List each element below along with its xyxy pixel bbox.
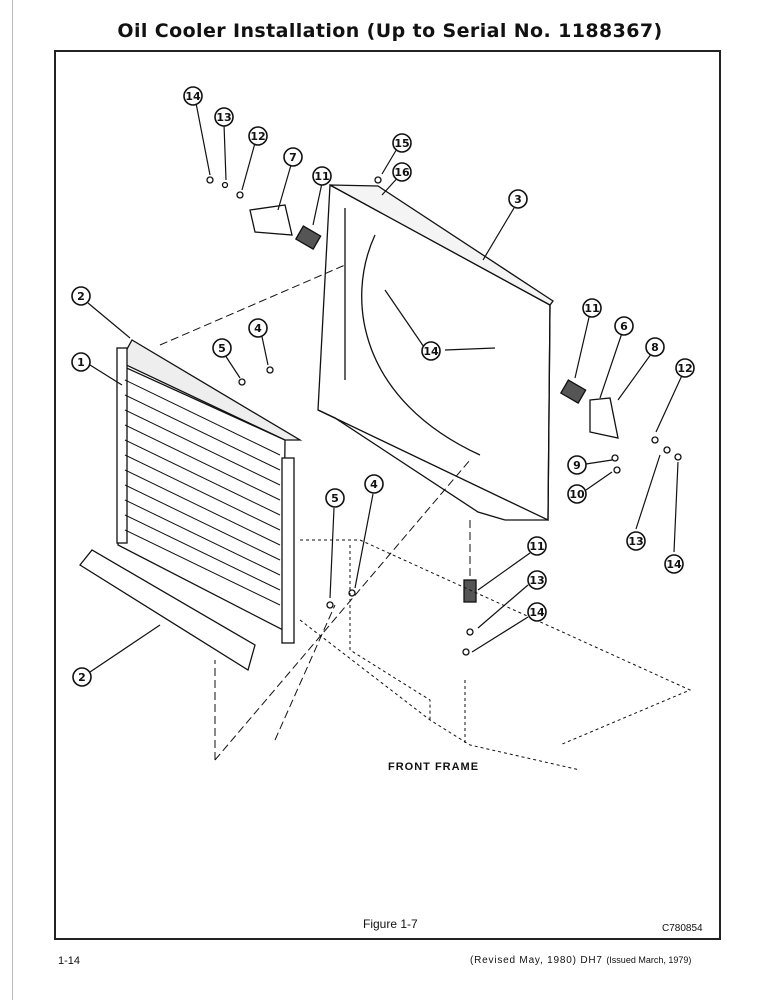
isolator-part-11 <box>559 379 587 404</box>
svg-text:11: 11 <box>314 170 329 183</box>
callout-12: 12 <box>675 358 695 378</box>
doc-code: DH7 <box>580 955 603 966</box>
callout-2: 2 <box>71 286 91 306</box>
svg-text:6: 6 <box>620 320 628 333</box>
callout-5: 5 <box>212 338 232 358</box>
svg-text:12: 12 <box>677 362 692 375</box>
callout-9: 9 <box>567 455 587 475</box>
figure-frame <box>54 50 721 940</box>
cooler-fins <box>124 379 281 606</box>
bracket-part-6 <box>589 397 619 439</box>
callout-16: 16 <box>392 162 412 182</box>
callout-7: 7 <box>283 147 303 167</box>
svg-text:4: 4 <box>254 322 262 335</box>
svg-text:14: 14 <box>423 345 439 358</box>
svg-text:13: 13 <box>628 535 643 548</box>
alignment-lines <box>159 264 471 761</box>
callout-leaders <box>87 102 685 673</box>
page-number: 1-14 <box>58 955 81 967</box>
callout-13: 13 <box>214 107 234 127</box>
svg-text:1: 1 <box>77 356 85 369</box>
callout-1: 1 <box>71 352 91 372</box>
bottom-bracket-part-2 <box>79 549 256 672</box>
hardware-parts <box>206 176 682 656</box>
svg-text:14: 14 <box>185 90 201 103</box>
svg-text:3: 3 <box>514 193 522 206</box>
svg-text:13: 13 <box>529 574 544 587</box>
svg-text:2: 2 <box>77 290 85 303</box>
issued-text: (Issued March, 1979) <box>606 955 692 965</box>
callout-2: 2 <box>72 667 92 687</box>
callout-14: 14 <box>183 86 203 106</box>
svg-text:12: 12 <box>250 130 265 143</box>
svg-text:14: 14 <box>529 606 545 619</box>
callout-4: 4 <box>248 318 268 338</box>
svg-text:16: 16 <box>394 166 410 179</box>
svg-text:15: 15 <box>394 137 409 150</box>
svg-text:13: 13 <box>216 111 231 124</box>
svg-text:4: 4 <box>370 478 378 491</box>
svg-text:5: 5 <box>331 492 339 505</box>
callout-12: 12 <box>248 126 268 146</box>
page-title: Oil Cooler Installation (Up to Serial No… <box>117 20 663 42</box>
callout-5: 5 <box>325 488 345 508</box>
svg-text:14: 14 <box>666 558 682 571</box>
revision-text: (Revised May, 1980) <box>470 955 577 966</box>
svg-text:10: 10 <box>569 488 585 501</box>
svg-text:7: 7 <box>289 151 297 164</box>
callout-10: 10 <box>567 484 587 504</box>
revision-line: (Revised May, 1980) DH7 (Issued March, 1… <box>470 955 691 966</box>
callout-3: 3 <box>508 189 528 209</box>
callout-4: 4 <box>364 474 384 494</box>
callout-14: 14 <box>664 554 684 574</box>
isolator-part-11 <box>463 579 477 603</box>
callout-8: 8 <box>645 337 665 357</box>
callout-11: 11 <box>582 298 602 318</box>
callout-11: 11 <box>527 536 547 556</box>
svg-text:11: 11 <box>529 540 544 553</box>
svg-text:8: 8 <box>651 341 659 354</box>
oil-cooler-core-part-1 <box>116 339 303 644</box>
callout-13: 13 <box>527 570 547 590</box>
svg-text:11: 11 <box>584 302 599 315</box>
front-frame-label: FRONT FRAME <box>388 761 480 773</box>
svg-text:9: 9 <box>573 459 581 472</box>
isolator-part-11 <box>294 225 322 250</box>
callout-13: 13 <box>626 531 646 551</box>
svg-text:5: 5 <box>218 342 226 355</box>
callout-14: 14 <box>527 602 547 622</box>
svg-text:2: 2 <box>78 671 86 684</box>
bracket-part-7 <box>249 204 293 236</box>
callout-14: 14 <box>421 341 441 361</box>
callout-6: 6 <box>614 316 634 336</box>
front-frame-outline <box>299 539 692 771</box>
drawing-number: C780854 <box>662 923 703 934</box>
page-edge-line <box>12 0 13 1000</box>
callout-11: 11 <box>312 166 332 186</box>
figure-caption: Figure 1-7 <box>363 917 418 931</box>
callout-15: 15 <box>392 133 412 153</box>
